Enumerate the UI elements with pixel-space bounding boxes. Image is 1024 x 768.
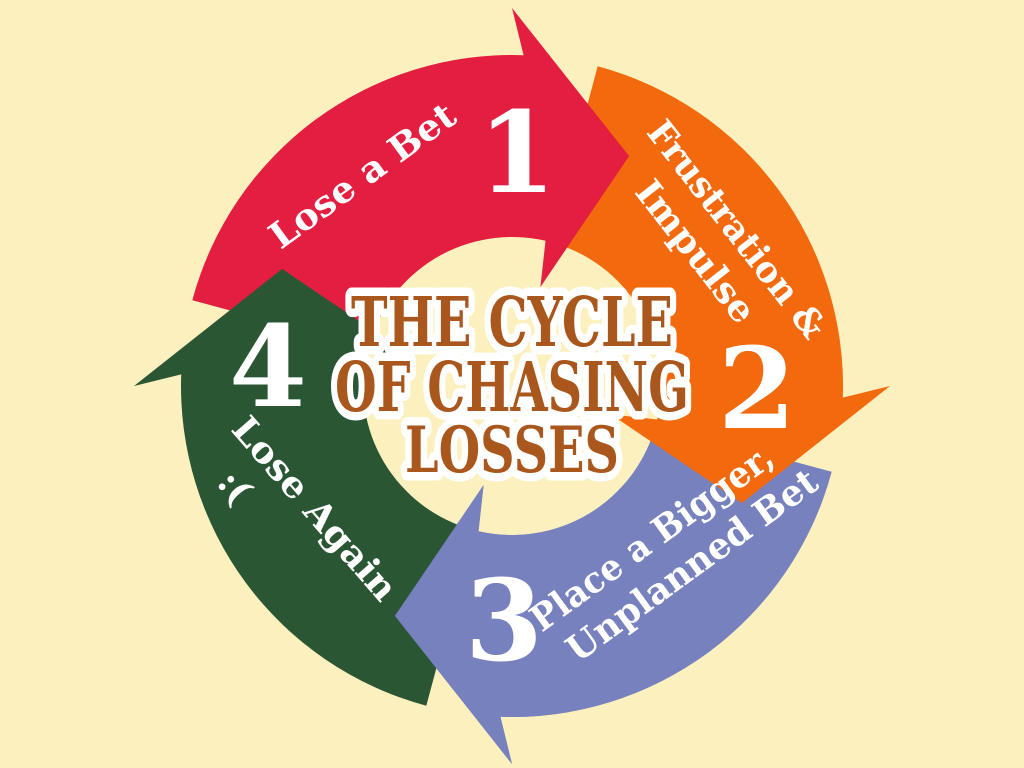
step-1-number: 1 [478, 88, 556, 219]
title-line-3: LOSSES [405, 413, 619, 488]
step-3-number: 3 [465, 556, 543, 687]
arrow-step-4-lose-again [134, 268, 474, 706]
arrow-step-2-frustration [550, 66, 890, 504]
arrow-ring [134, 8, 890, 764]
step-numbers: 1 2 3 4 [229, 88, 796, 687]
step-2-number: 2 [718, 324, 796, 455]
center-title: THE CYCLE OF CHASING LOSSES [327, 275, 698, 497]
step-4-number: 4 [229, 302, 307, 433]
title-line-2: OF CHASING [335, 348, 689, 428]
title-line-1: THE CYCLE [351, 283, 673, 363]
arrow-step-1-lose-a-bet [192, 8, 630, 348]
arrow-step-3-head-overlay [394, 485, 570, 764]
